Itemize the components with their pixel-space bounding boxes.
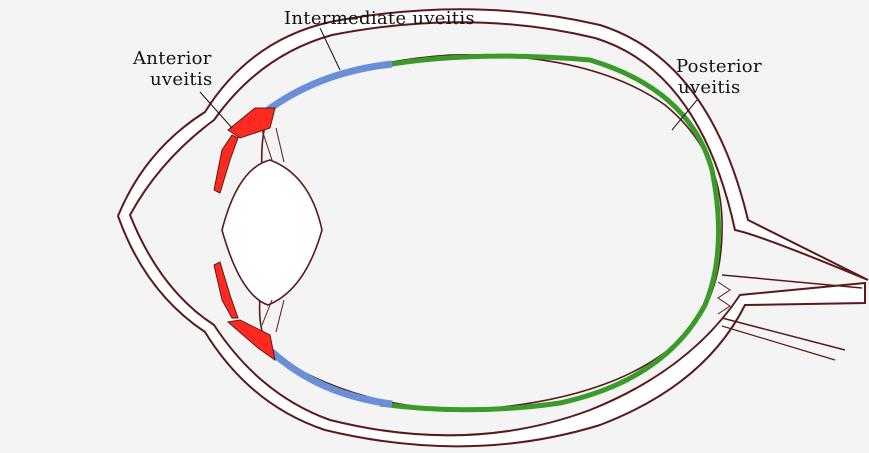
optic-nerve-lower [722, 318, 845, 350]
label-intermediate-uveitis: Intermediate uveitis [284, 8, 475, 29]
iris-bottom [214, 262, 238, 318]
optic-disc [718, 282, 730, 314]
inner-eye-wall [260, 55, 723, 410]
label-posterior-line1: Posterior [676, 56, 762, 77]
label-posterior-line2: uveitis [678, 77, 741, 98]
optic-nerve-upper [722, 275, 862, 288]
label-anterior-line2: uveitis [150, 69, 213, 90]
iris-top [214, 135, 238, 193]
label-anterior-line1: Anterior [132, 48, 212, 69]
